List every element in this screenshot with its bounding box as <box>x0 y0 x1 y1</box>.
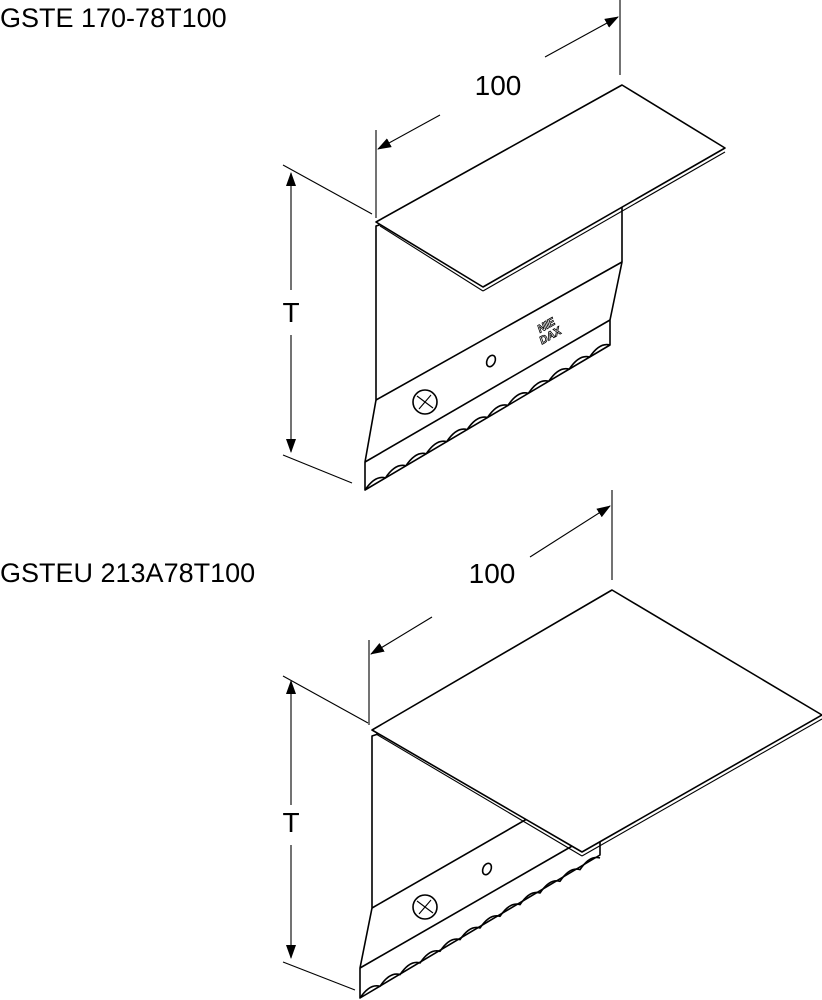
width-dimension: 100 <box>368 490 613 725</box>
height-dimension: T <box>282 164 373 484</box>
screw-icon <box>412 389 438 415</box>
hole-icon <box>481 862 493 876</box>
height-label: T <box>282 807 299 838</box>
height-label: T <box>282 297 299 328</box>
width-label: 100 <box>475 70 522 101</box>
product-title: GSTEU 213A78T100 <box>0 558 255 588</box>
clamp-part <box>359 589 822 999</box>
screw-icon <box>412 894 438 920</box>
width-dimension: 100 <box>375 0 621 218</box>
hole-icon <box>485 354 497 368</box>
drawing-gste: GSTE 170-78T100 100 T <box>0 0 726 491</box>
height-dimension: T <box>282 675 369 991</box>
drawing-gsteu: GSTEU 213A78T100 100 T <box>0 490 822 999</box>
product-title: GSTE 170-78T100 <box>0 3 227 33</box>
width-label: 100 <box>469 558 516 589</box>
